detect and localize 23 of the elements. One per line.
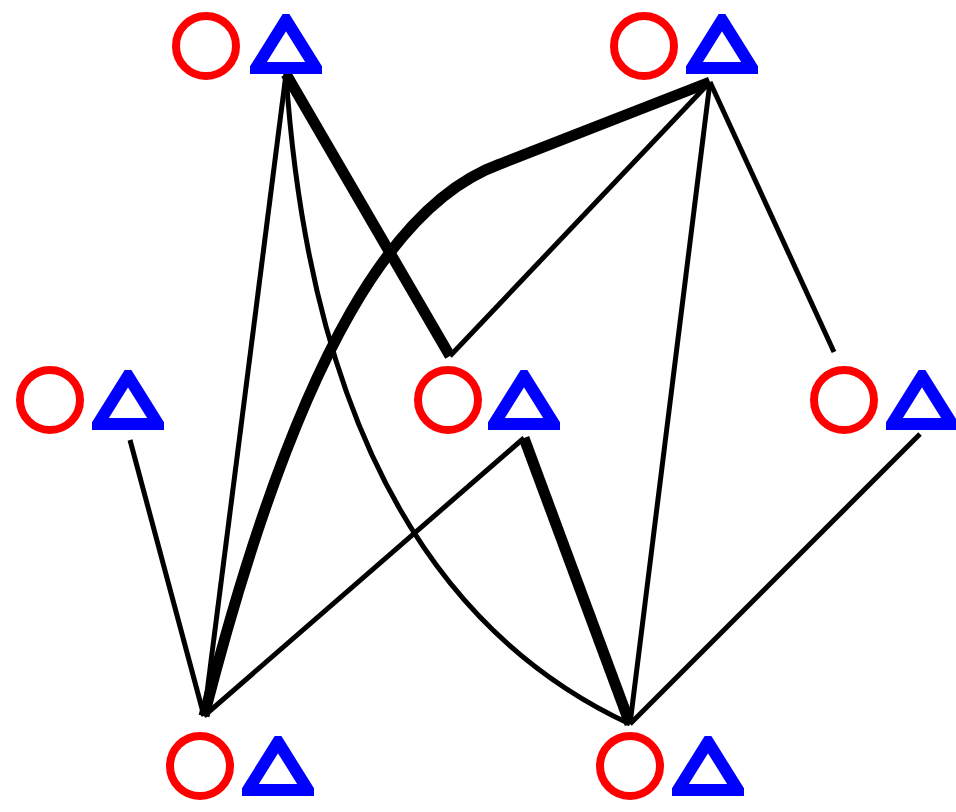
connector-line	[628, 432, 922, 726]
triangle-shape	[886, 370, 956, 430]
triangle-shape	[686, 14, 758, 74]
triangle-shape	[92, 370, 164, 430]
connector-line	[281, 71, 455, 359]
circle-shape	[16, 366, 84, 434]
connector-line	[202, 436, 526, 718]
connector-line	[518, 436, 636, 726]
triangle-shape	[250, 14, 322, 74]
circle-shape	[610, 12, 678, 80]
connector-line	[198, 76, 712, 718]
connector-line	[283, 73, 632, 727]
circle-shape	[172, 12, 240, 80]
connector-line	[127, 439, 207, 717]
connector-line	[707, 80, 837, 354]
triangle-shape	[242, 736, 314, 796]
triangle-shape	[488, 370, 560, 430]
circle-shape	[414, 366, 482, 434]
connector-line	[448, 80, 712, 358]
circle-shape	[166, 732, 234, 800]
circle-shape	[810, 366, 878, 434]
triangle-shape	[672, 736, 744, 796]
circle-shape	[596, 732, 664, 800]
